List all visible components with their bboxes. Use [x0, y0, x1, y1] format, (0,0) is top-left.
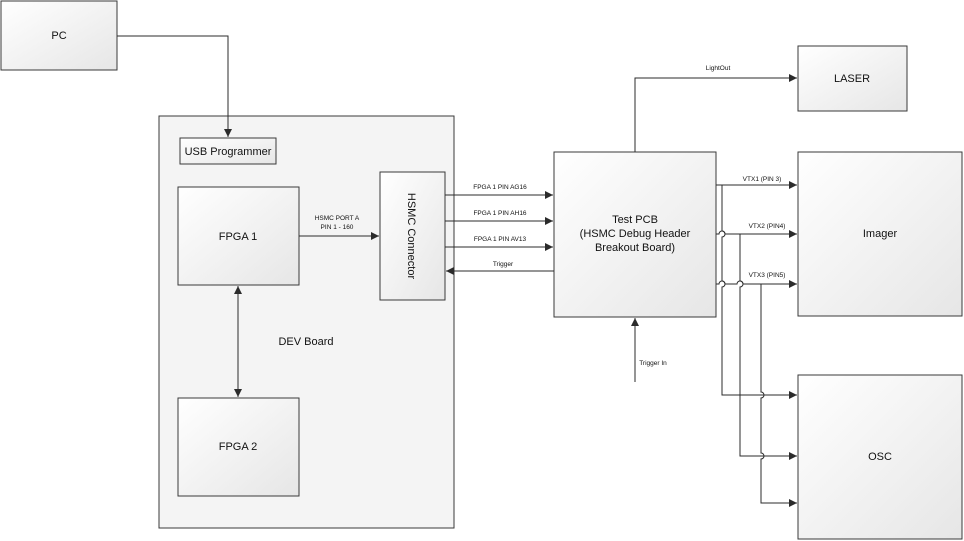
laser-block: LASER: [797, 45, 908, 112]
vtx1-label: VTX1 (PIN 3): [743, 176, 782, 183]
ah16-label: FPGA 1 PIN AH16: [473, 210, 526, 217]
usb-programmer-block: USB Programmer: [179, 137, 277, 165]
trigger-label: Trigger: [493, 261, 514, 268]
osc-label: OSC: [868, 451, 892, 463]
vtx3-osc-wire: [760, 284, 797, 507]
pc-label: PC: [51, 30, 66, 42]
vtx3-label: VTX3 (PIN5): [749, 272, 786, 279]
laser-label: LASER: [834, 73, 870, 85]
ag16-label: FPGA 1 PIN AG16: [473, 184, 527, 191]
trigger-in-label: Trigger In: [639, 360, 667, 367]
osc-block: OSC: [797, 374, 963, 540]
fpga2-label: FPGA 2: [219, 441, 258, 453]
vtx1-osc-wire: [721, 185, 797, 399]
hsmc-connector-block: HSMC Connector: [379, 171, 446, 301]
hsmc-connector-label: HSMC Connector: [405, 193, 417, 280]
imager-label: Imager: [863, 228, 898, 240]
pc-block: PC: [0, 0, 118, 71]
lightout-label: LightOut: [706, 65, 731, 72]
lightout-wire: [634, 74, 797, 152]
vtx2-osc-wire: [739, 234, 797, 460]
pc-to-usb-wire: [117, 35, 232, 137]
vtx2-label: VTX2 (PIN4): [749, 223, 786, 230]
imager-block: Imager: [797, 151, 963, 317]
dev-board-label: DEV Board: [278, 336, 333, 348]
test-pcb-label-3: Breakout Board): [595, 242, 675, 254]
av13-label: FPGA 1 PIN AV13: [474, 236, 527, 243]
vtx2-wire: [716, 230, 797, 238]
usb-programmer-label: USB Programmer: [185, 146, 272, 158]
fpga1-label: FPGA 1: [219, 231, 258, 243]
fpga2-block: FPGA 2: [177, 397, 300, 497]
fpga1-block: FPGA 1: [177, 186, 300, 286]
test-pcb-label-1: Test PCB: [612, 214, 658, 226]
vtx3-wire: [716, 280, 797, 288]
hsmc-port-label-1: HSMC PORT A: [315, 215, 360, 222]
test-pcb-block: Test PCB (HSMC Debug Header Breakout Boa…: [553, 151, 717, 318]
hsmc-port-label-2: PIN 1 - 160: [321, 224, 354, 231]
test-pcb-label-2: (HSMC Debug Header: [580, 228, 691, 240]
